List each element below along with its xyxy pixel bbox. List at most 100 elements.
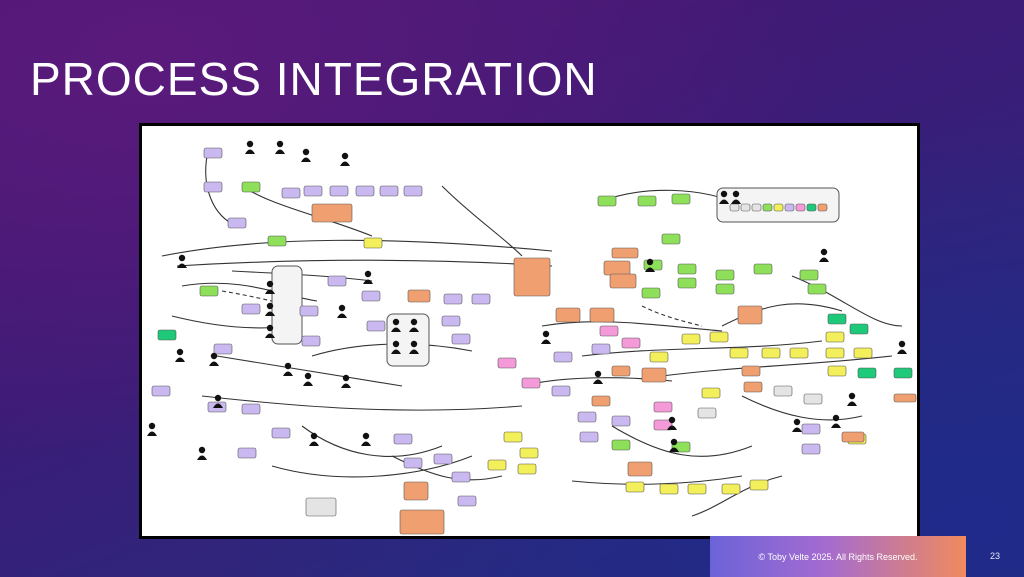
legend-swatch [795,203,806,212]
connector-line [581,340,823,357]
actor-icon [337,304,347,318]
process-node [641,367,667,383]
connector-line [691,475,783,517]
legend-swatch [762,203,773,212]
actor-icon [391,318,401,332]
process-diagram [139,123,920,539]
connector-line [231,270,373,282]
process-node [241,303,261,315]
process-node [721,483,741,495]
process-node [555,307,581,323]
process-node [801,443,821,455]
process-node [451,471,471,483]
connector-line [741,395,863,421]
process-node [241,403,261,415]
process-node [327,275,347,287]
actor-icon [265,280,275,294]
process-node [603,260,631,276]
actor-icon [391,340,401,354]
process-node [151,385,171,397]
process-node [451,333,471,345]
process-node [591,343,611,355]
process-node [443,293,463,305]
process-node [609,273,637,289]
process-node [355,185,375,197]
process-node [403,481,429,501]
process-node [637,195,657,207]
process-node [311,203,353,223]
actor-icon [265,302,275,316]
process-node [803,393,823,405]
process-node [487,459,507,471]
process-node [849,323,869,335]
process-node [361,290,381,302]
process-node [841,431,865,443]
connector-line [271,455,473,478]
process-node [271,427,291,439]
legend-swatch [784,203,795,212]
connector-line [216,355,403,387]
process-node [743,381,763,393]
actor-icon [719,190,729,204]
process-node [611,247,639,259]
process-node [305,497,337,517]
page-number: 23 [990,551,1001,561]
process-node [853,347,873,359]
process-node [403,457,423,469]
process-node [237,447,257,459]
process-node [641,287,661,299]
footer-bar: © Toby Velte 2025. All Rights Reserved. [710,536,966,577]
connector-line [721,303,843,327]
connector-line [161,239,553,257]
actor-icons [147,140,907,460]
process-node [227,217,247,229]
process-node [761,347,781,359]
process-node [653,401,673,413]
process-node [299,305,319,317]
process-nodes [151,147,917,535]
process-node [697,407,717,419]
process-node [741,365,761,377]
connector-line [176,259,553,267]
process-node [671,193,691,205]
actor-icon [731,190,741,204]
connector-lines [161,155,903,517]
process-node [199,285,219,297]
actor-icon [340,152,350,166]
process-node [519,447,539,459]
process-node [611,439,631,451]
actor-icon [301,148,311,162]
process-node [677,263,697,275]
actor-icon [897,340,907,354]
actor-icon [303,372,313,386]
process-node [627,461,653,477]
process-node [827,313,847,325]
process-node [599,325,619,337]
process-node [701,387,721,399]
actor-icon [147,422,157,436]
process-node [213,343,233,355]
process-node [709,331,729,343]
process-node [737,305,763,325]
process-node [157,329,177,341]
process-node [503,431,523,443]
process-node [799,269,819,281]
copyright-text: © Toby Velte 2025. All Rights Reserved. [758,551,918,562]
actor-icon [645,258,655,272]
process-node [577,411,597,423]
legend-swatch [751,203,762,212]
connector-line [571,475,743,485]
process-node [729,347,749,359]
actor-icon [409,340,419,354]
process-node [825,347,845,359]
actor-icon [667,416,677,430]
connector-line [791,275,903,327]
process-node [621,337,641,349]
connector-line [301,425,443,457]
process-node [579,431,599,443]
actor-icon [341,374,351,388]
process-node [433,453,453,465]
actor-icon [363,270,373,284]
process-node [611,365,631,377]
actor-icon [792,418,802,432]
